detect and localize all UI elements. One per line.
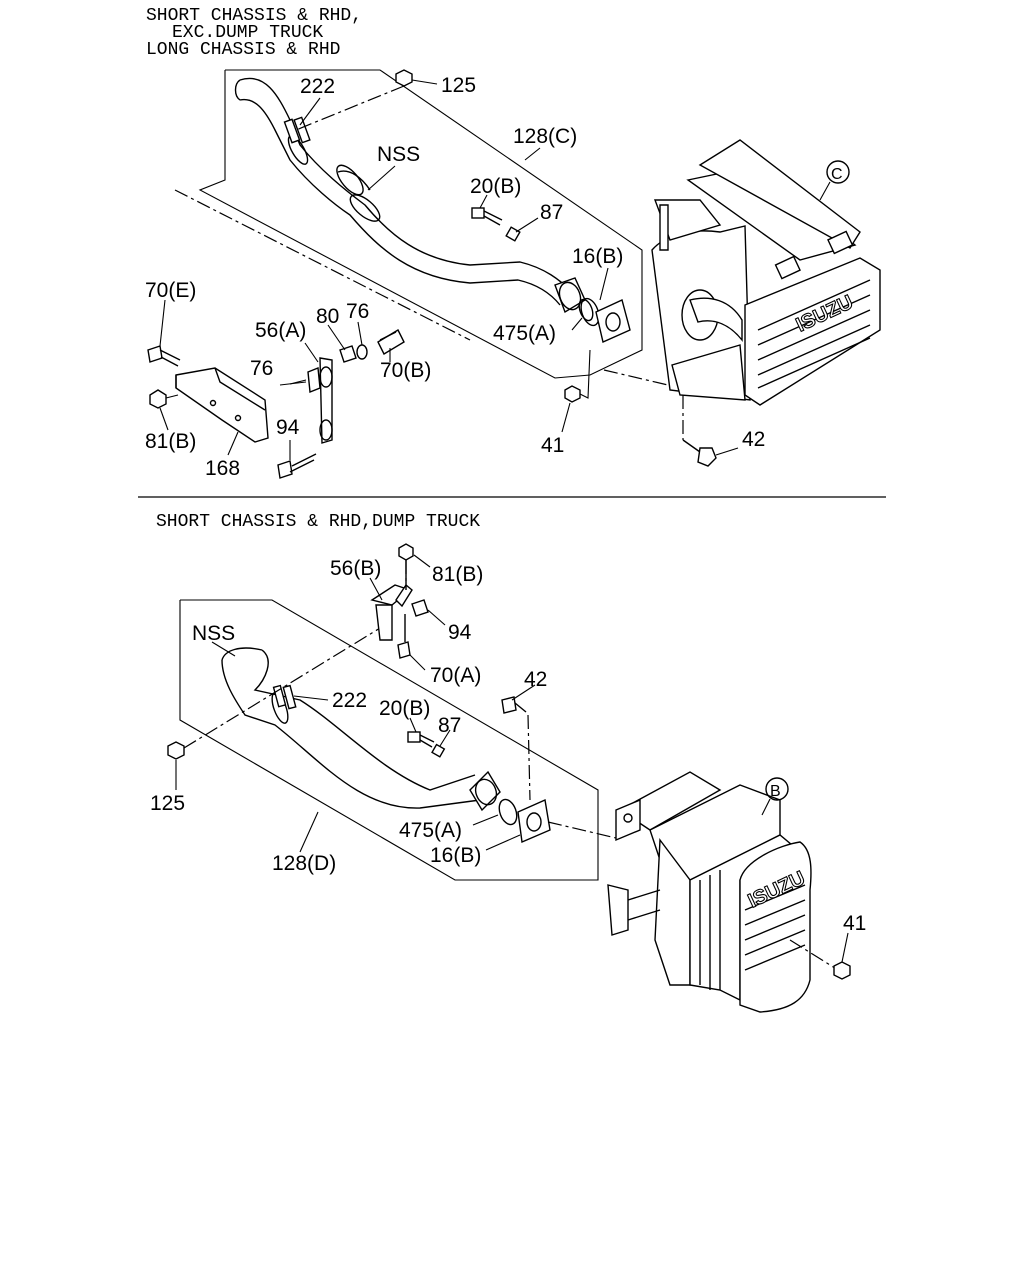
leader-dash-bracket [174, 189, 471, 341]
exhaust-pipe-bottom [221, 647, 481, 809]
label-nss-top: NSS [377, 143, 420, 166]
label-42-bottom: 42 [524, 668, 547, 691]
leader-dash-42-bottom [527, 714, 531, 801]
label-475a-bottom: 475(A) [399, 819, 462, 842]
flange-and-gasket-top [554, 277, 631, 343]
muffler-b-ref: B [770, 783, 781, 800]
nut-125-bottom [167, 741, 185, 760]
label-70e: 70(E) [145, 279, 196, 302]
label-nss-bottom: NSS [192, 622, 235, 645]
bottom-title: SHORT CHASSIS & RHD,DUMP TRUCK [156, 512, 480, 532]
label-168: 168 [205, 457, 240, 480]
bracket-56b [370, 543, 429, 659]
label-87-bottom: 87 [438, 714, 461, 737]
bolt-42-top [682, 439, 717, 467]
assembly-outline-128d [179, 599, 599, 881]
label-76-upper: 76 [346, 300, 369, 323]
leader-dash-41-bottom [789, 939, 839, 971]
leader-dash-flange-bottom [547, 821, 617, 839]
label-20b-top: 20(B) [470, 175, 521, 198]
assembly-outline-128c [198, 69, 643, 379]
bracket-group-top [147, 189, 471, 479]
label-16b-bottom: 16(B) [430, 844, 481, 867]
label-20b-bottom: 20(B) [379, 697, 430, 720]
top-title-line-1: SHORT CHASSIS & RHD, [146, 6, 362, 26]
exhaust-pipe-top [234, 77, 573, 306]
leader-dash-flange-top [603, 369, 669, 386]
label-56b: 56(B) [330, 557, 381, 580]
label-16b-top: 16(B) [572, 245, 623, 268]
label-56a: 56(A) [255, 319, 306, 342]
bolt-20b-bottom [407, 731, 446, 758]
flange-and-gasket-bottom [469, 770, 551, 844]
label-81b-bottom: 81(B) [432, 563, 483, 586]
bolt-20b-top [471, 207, 521, 242]
bolt-42-bottom [501, 696, 531, 801]
label-41-top: 41 [541, 434, 564, 457]
muffler-c-ref: C [831, 166, 843, 183]
leaders-top [159, 79, 739, 460]
top-section: SHORT CHASSIS & RHD, EXC.DUMP TRUCK LONG… [145, 6, 881, 480]
top-title-line-3: LONG CHASSIS & RHD [146, 40, 340, 60]
muffler-b: ISUZU B [607, 771, 812, 1013]
label-42-top: 42 [742, 428, 765, 451]
muffler-c: ISUZU C [651, 139, 881, 406]
label-128c: 128(C) [513, 125, 577, 148]
nut-41-top [564, 385, 581, 403]
label-94-top: 94 [276, 416, 300, 439]
label-125-bottom: 125 [150, 792, 185, 815]
leaders-bottom [175, 554, 849, 963]
label-222-bottom: 222 [332, 689, 367, 712]
leader-dash-125-top [295, 85, 405, 131]
nut-125-top [395, 69, 413, 87]
nut-41-bottom [833, 961, 851, 980]
clamp-222-top [283, 116, 311, 144]
label-475a-top: 475(A) [493, 322, 556, 345]
label-94-bottom: 94 [448, 621, 472, 644]
label-70a: 70(A) [430, 664, 481, 687]
label-76-lower: 76 [250, 357, 273, 380]
label-222-top: 222 [300, 75, 335, 98]
label-125-top: 125 [441, 74, 476, 97]
top-title-line-2: EXC.DUMP TRUCK [172, 23, 323, 43]
label-87-top: 87 [540, 201, 563, 224]
label-70b: 70(B) [380, 359, 431, 382]
label-41-bottom: 41 [843, 912, 866, 935]
clamp-222-bottom [272, 684, 297, 710]
label-128d: 128(D) [272, 852, 336, 875]
bottom-section: SHORT CHASSIS & RHD,DUMP TRUCK [150, 512, 866, 1013]
label-81b-top: 81(B) [145, 430, 196, 453]
label-80: 80 [316, 305, 339, 328]
